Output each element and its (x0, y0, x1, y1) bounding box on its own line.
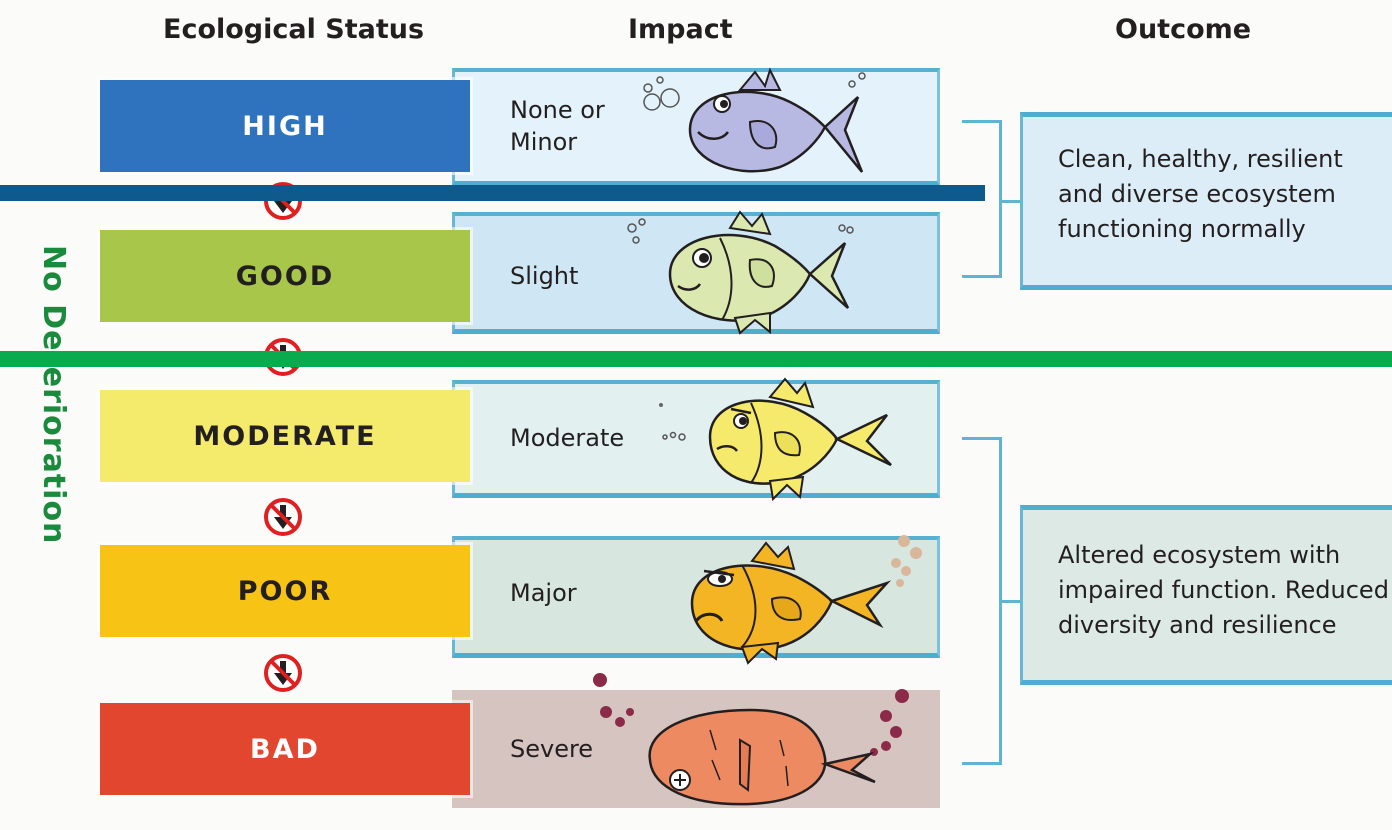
outcome-text-bad-line1: Altered ecosystem with (1058, 541, 1341, 569)
impact-text-moderate: Moderate (510, 424, 625, 452)
impact-text-good: Slight (510, 262, 579, 290)
outcome-text-good-line2: and diverse ecosystem (1058, 180, 1336, 208)
prohibited-down-arrow-icon (264, 654, 302, 692)
outcome-text-bad: Altered ecosystem with impaired function… (1058, 538, 1389, 643)
impact-text-poor: Major (510, 579, 577, 607)
header-outcome: Outcome (1115, 14, 1252, 45)
status-poor-label: POOR (237, 575, 333, 607)
status-bad: BAD (100, 703, 470, 795)
status-bad-label: BAD (250, 733, 320, 765)
outcome-box-good (1020, 112, 1392, 290)
status-moderate-label: MODERATE (193, 420, 377, 452)
outcome-text-bad-line3: diversity and resilience (1058, 611, 1337, 639)
impact-text-high: None or Minor (510, 96, 605, 156)
outcome-text-good-line3: functioning normally (1058, 215, 1306, 243)
bracket-top-stub (1002, 200, 1020, 203)
prohibited-down-arrow-icon (264, 498, 302, 536)
bracket-bottom (962, 437, 1002, 765)
outcome-box-bad (1020, 505, 1392, 685)
status-good-label: GOOD (235, 260, 335, 292)
dead-fish-icon (593, 673, 909, 806)
outcome-text-good: Clean, healthy, resilient and diverse ec… (1058, 142, 1343, 247)
status-moderate: MODERATE (100, 390, 470, 482)
bracket-bottom-stub (1002, 600, 1020, 603)
status-high: HIGH (100, 80, 470, 172)
impact-panel-high (452, 68, 940, 186)
happy-fish-icon (643, 67, 866, 173)
prohibited-down-arrow-icon (264, 182, 302, 220)
no-deterioration-label: No Deterioration (36, 245, 71, 545)
green-divider-line (0, 351, 1392, 367)
outcome-text-bad-line2: impaired function. Reduced (1058, 576, 1389, 604)
status-high-label: HIGH (242, 110, 328, 142)
status-poor: POOR (100, 545, 470, 637)
header-ecological-status: Ecological Status (163, 14, 425, 45)
header-impact: Impact (628, 14, 733, 45)
bracket-top (962, 120, 1002, 278)
impact-text-bad: Severe (510, 735, 594, 763)
worried-fish-icon (659, 377, 892, 502)
sick-fish-icon (690, 535, 922, 665)
blue-divider-line (0, 185, 985, 201)
content-fish-icon (627, 210, 854, 335)
outcome-text-good-line1: Clean, healthy, resilient (1058, 145, 1343, 173)
status-good: GOOD (100, 230, 470, 322)
